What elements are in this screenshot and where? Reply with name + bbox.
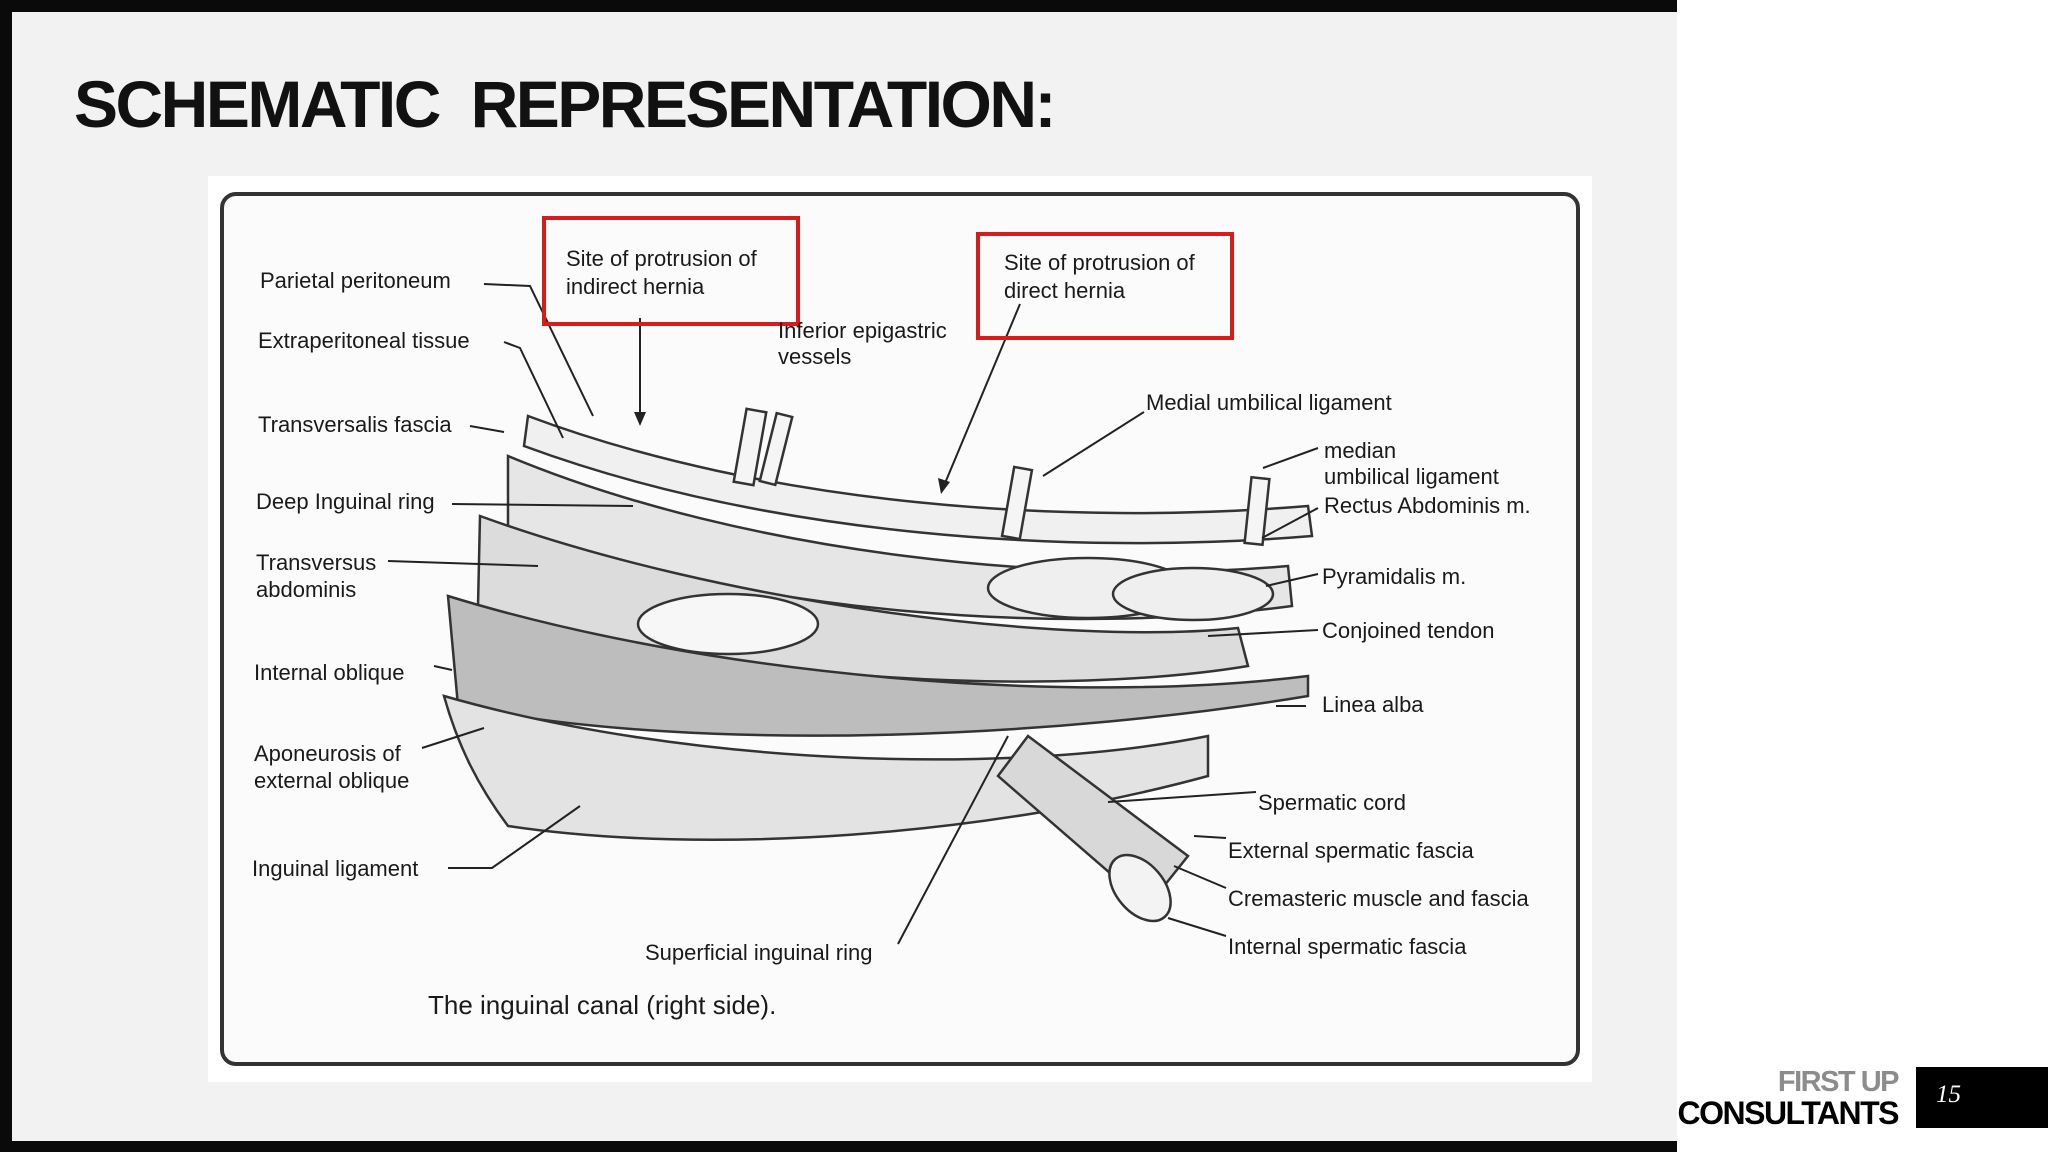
logo-consultants: CONSULTANTS: [1677, 1095, 1899, 1131]
internal-oblique-layer: [446, 594, 1310, 737]
slide-border-left: [0, 0, 12, 1152]
label-internal-oblique: Internal oblique: [254, 660, 404, 685]
label-superficial-inguinal-ring: Superficial inguinal ring: [645, 940, 872, 965]
label-transversus-abdominis-line2: abdominis: [256, 577, 356, 602]
label-deep-inguinal-ring: Deep Inguinal ring: [256, 489, 435, 514]
anatomy-illustration: [442, 407, 1314, 923]
median-umbilical-ligament-cord: [1243, 475, 1271, 547]
direct-hernia-callout-line2: direct hernia: [1004, 278, 1126, 303]
label-medial-umbilical-ligament: Medial umbilical ligament: [1146, 390, 1392, 415]
label-transversus-abdominis-line1: Transversus: [256, 550, 376, 575]
epigastric-vessel-a: [732, 407, 768, 487]
page-number-box: 15: [1916, 1067, 2048, 1128]
figure-caption: The inguinal canal (right side).: [428, 990, 776, 1020]
direct-arrowhead: [938, 478, 950, 494]
direct-hernia-callout-line1: Site of protrusion of: [1004, 250, 1196, 275]
label-inguinal-ligament: Inguinal ligament: [252, 856, 418, 881]
deep-ring-opening: [636, 592, 820, 656]
label-median-umbilical-line2: umbilical ligament: [1324, 464, 1499, 489]
label-transversalis-fascia: Transversalis fascia: [258, 412, 452, 437]
label-inferior-epigastric-line1: Inferior epigastric: [778, 318, 947, 343]
slide-border-bottom: [0, 1141, 1677, 1152]
direct-hernia-highlight-box: [976, 232, 1234, 340]
leader-lines: [387, 283, 1319, 945]
slide-border-top: [0, 0, 1677, 12]
label-aponeurosis-line1: Aponeurosis of: [254, 741, 402, 766]
slide-title: SCHEMATIC REPRESENTATION:: [74, 67, 1057, 141]
label-inferior-epigastric-line2: vessels: [778, 344, 851, 369]
label-pyramidalis: Pyramidalis m.: [1322, 564, 1466, 589]
inguinal-canal-figure: Site of protrusion of indirect hernia Si…: [208, 176, 1592, 1082]
inguinal-canal-diagram: Site of protrusion of indirect hernia Si…: [208, 176, 1592, 1082]
page-number: 15: [1936, 1081, 1961, 1108]
label-linea-alba: Linea alba: [1322, 692, 1424, 717]
label-rectus-abdominis: Rectus Abdominis m.: [1324, 493, 1531, 518]
rectus-sheath-right: [1111, 566, 1275, 622]
spermatic-cord-end: [1108, 853, 1172, 923]
label-parietal-peritoneum: Parietal peritoneum: [260, 268, 451, 293]
label-median-umbilical-line1: median: [1324, 438, 1396, 463]
label-cremasteric-muscle: Cremasteric muscle and fascia: [1228, 886, 1530, 911]
indirect-hernia-callout-line2: indirect hernia: [566, 274, 705, 299]
label-aponeurosis-line2: external oblique: [254, 768, 409, 793]
label-spermatic-cord: Spermatic cord: [1258, 790, 1406, 815]
indirect-hernia-highlight-box: [542, 216, 800, 326]
indirect-hernia-callout-line1: Site of protrusion of: [566, 246, 758, 271]
peritoneum-layer: [522, 414, 1314, 545]
label-internal-spermatic-fascia: Internal spermatic fascia: [1228, 934, 1467, 959]
epigastric-vessel-b: [758, 411, 794, 487]
logo-first-up: FIRST UP: [1777, 1066, 1900, 1098]
medial-umbilical-ligament-cord: [1000, 465, 1034, 541]
label-extraperitoneal-tissue: Extraperitoneal tissue: [258, 328, 470, 353]
indirect-arrowhead: [634, 412, 646, 426]
label-external-spermatic-fascia: External spermatic fascia: [1228, 838, 1475, 863]
label-conjoined-tendon: Conjoined tendon: [1322, 618, 1494, 643]
